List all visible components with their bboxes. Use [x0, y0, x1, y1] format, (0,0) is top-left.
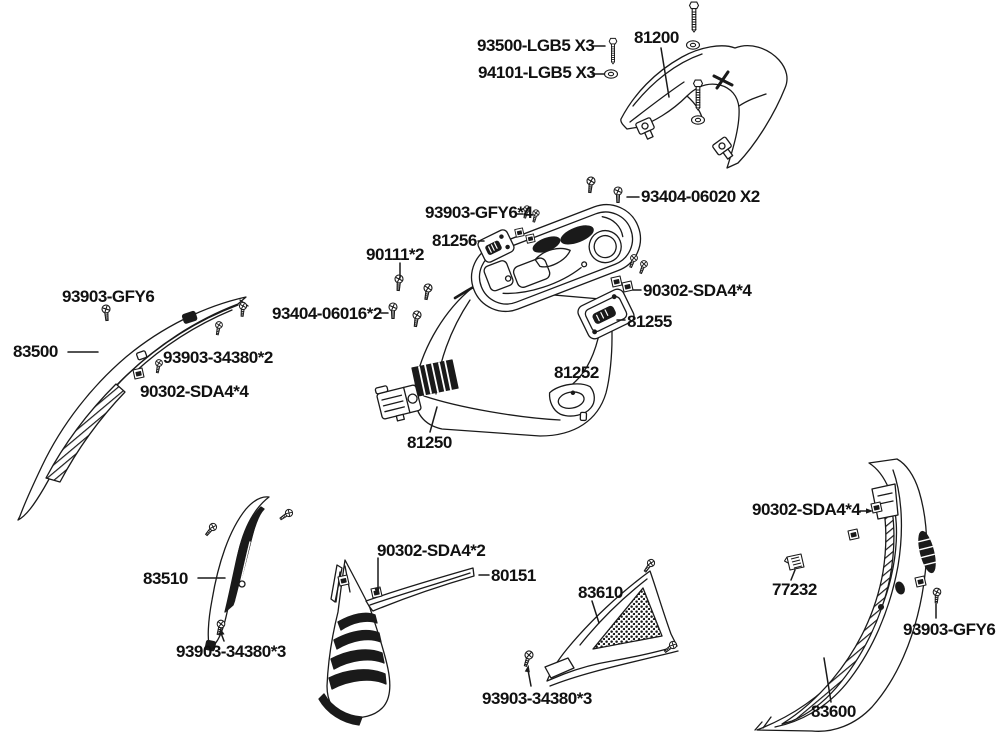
seat-lock-bracket-drawing	[374, 384, 422, 422]
clip-icon	[621, 280, 634, 293]
fastener-label-90302-sda4x4-center: 90302-SDA4*4	[643, 281, 752, 300]
clip-icon	[132, 367, 145, 380]
part-label-83600: 83600	[811, 702, 856, 721]
clip-icon	[525, 233, 536, 244]
clip-icon	[610, 275, 623, 288]
screw-icon	[153, 358, 164, 374]
screw-icon	[277, 507, 295, 523]
fastener-label-93903-gfy6x4: 93903-GFY6*4	[425, 203, 533, 222]
part-label-81250: 81250	[407, 433, 452, 452]
screw-icon	[203, 521, 219, 538]
fastener-label-90302-sda4x2: 90302-SDA4*2	[377, 541, 486, 560]
screw-icon	[521, 649, 535, 668]
clip-icon	[914, 575, 927, 588]
fastener-label-90302-sda4x4-left: 90302-SDA4*4	[140, 382, 249, 401]
fastener-label-90111: 90111*2	[366, 245, 424, 264]
screw-icon	[393, 274, 404, 292]
rear-center-cover-80151-drawing	[318, 559, 475, 726]
fastener-label-93404-06020: 93404-06020 X2	[641, 187, 760, 206]
part-label-81255: 81255	[627, 312, 672, 331]
clip-icon	[514, 227, 525, 238]
side-panel-83610-drawing	[544, 570, 679, 687]
screw-icon	[613, 186, 623, 204]
plate-81255-drawing	[577, 288, 635, 340]
part-label-81200: 81200	[634, 28, 679, 47]
screw-icon	[101, 304, 112, 322]
fastener-label-93404-06016: 93404-06016*2	[272, 304, 382, 323]
screw-icon	[410, 309, 423, 328]
fastener-label-94101-lgb5: 94101-LGB5 X3	[478, 63, 596, 82]
screw-icon	[238, 301, 248, 318]
clip-icon	[870, 501, 883, 514]
fastener-label-90302-sda4x4-right: 90302-SDA4*4	[752, 500, 861, 519]
leader-lines	[67, 45, 937, 703]
clip-icon	[847, 528, 860, 541]
clip-icon	[337, 574, 350, 587]
screw-icon	[636, 259, 649, 275]
clip-icon	[783, 553, 805, 571]
plate-81256-drawing	[477, 229, 515, 263]
rear-carrier-81200-drawing	[620, 45, 788, 169]
fastener-label-93903-gfy6-left: 93903-GFY6	[62, 287, 155, 306]
bolt-icon	[608, 37, 618, 65]
screw-icon	[388, 302, 398, 320]
washer-icon	[685, 40, 701, 50]
part-label-83610: 83610	[578, 583, 623, 602]
part-label-77232: 77232	[772, 580, 817, 599]
screw-icon	[931, 587, 942, 604]
washer-icon	[603, 69, 619, 79]
cover-81252-drawing	[548, 383, 595, 422]
fastener-label-93500-lgb5: 93500-LGB5 X3	[477, 36, 595, 55]
part-label-81252: 81252	[554, 363, 599, 382]
fastener-label-93903-34380x2: 93903-34380*2	[163, 348, 273, 367]
part-label-83510: 83510	[143, 569, 188, 588]
part-label-81256: 81256	[432, 231, 477, 250]
panel-83510-drawing	[204, 496, 270, 652]
bolt-icon	[688, 1, 700, 33]
part-label-80151: 80151	[491, 566, 536, 585]
fastener-label-93903-gfy6-right: 93903-GFY6	[903, 620, 996, 639]
screw-icon	[585, 176, 596, 194]
part-label-83500: 83500	[13, 342, 58, 361]
washer-icon	[690, 115, 706, 125]
fastener-label-93903-34380x3-left: 93903-34380*3	[176, 642, 286, 661]
screw-icon	[421, 282, 434, 301]
bolt-icon	[692, 79, 704, 111]
fastener-label-93903-34380x3-bottom: 93903-34380*3	[482, 689, 592, 708]
screw-icon	[213, 320, 224, 336]
rear-spoiler-83500-drawing	[17, 296, 249, 521]
